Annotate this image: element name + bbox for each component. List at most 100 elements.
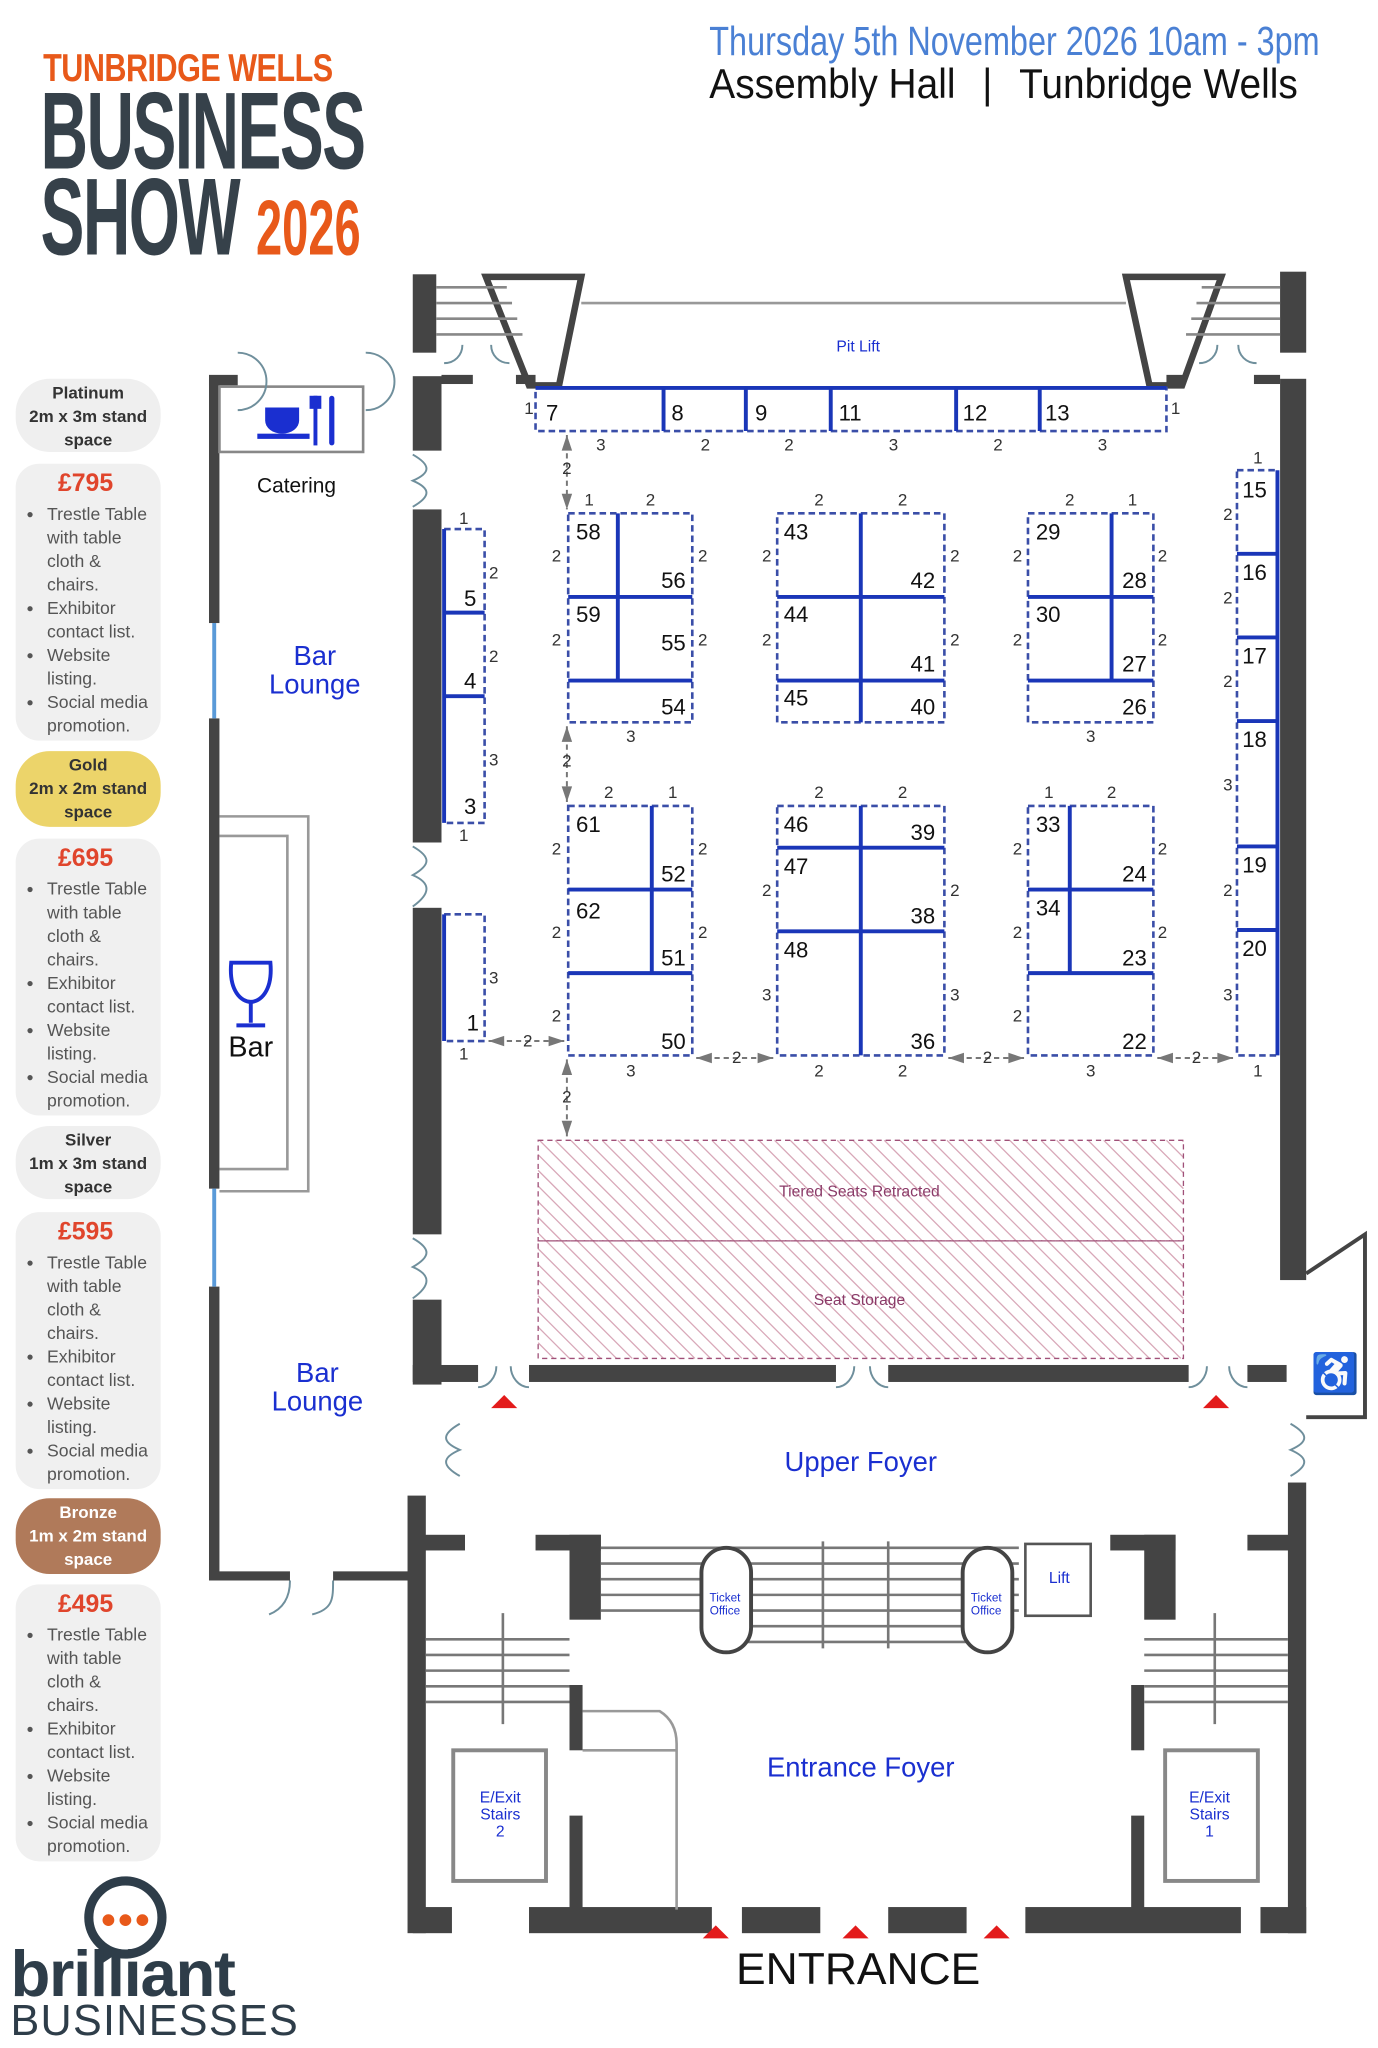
stand-number[interactable]: 22 (1122, 1029, 1147, 1054)
tier-name: Bronze (59, 1502, 117, 1522)
hatch-line (883, 1139, 1103, 1359)
stand-number[interactable]: 19 (1242, 853, 1267, 878)
dimension-label: 2 (552, 630, 561, 649)
dimension-label: 2 (1223, 881, 1232, 900)
stand-number[interactable]: 28 (1122, 568, 1147, 593)
hatch-line (1087, 1139, 1184, 1237)
hatch-line (868, 1139, 1088, 1359)
stand-number[interactable]: 18 (1242, 727, 1267, 752)
hatch-line (537, 1232, 665, 1359)
stand-number[interactable]: 43 (784, 519, 809, 544)
stand-number[interactable]: 12 (963, 401, 988, 426)
stand-number[interactable]: 38 (911, 903, 936, 928)
stand-number[interactable]: 45 (784, 685, 809, 710)
stand-number[interactable]: 3 (464, 794, 476, 819)
dimension-label: 2 (698, 839, 707, 858)
stand-number[interactable]: 50 (661, 1029, 686, 1054)
dimension-label: 1 (524, 399, 533, 418)
feature-list: Trestle Table with table cloth & chairs.… (16, 878, 156, 1113)
dimension-label: 1 (459, 826, 468, 845)
dimension-label: 1 (1128, 490, 1137, 509)
dimension-label: 2 (1223, 505, 1232, 524)
hatch-line (1134, 1139, 1184, 1190)
logo-line-business: BUSINESS (40, 69, 366, 193)
feature-list: Trestle Table with table cloth & chairs.… (16, 503, 156, 738)
logo-line-tunbridge-wells: TUNBRIDGE WELLS (43, 47, 333, 91)
stand-number[interactable]: 7 (546, 401, 558, 426)
stand-number[interactable]: 44 (784, 602, 809, 627)
dimension-label: 2 (1013, 547, 1022, 566)
dimension-label: 3 (626, 727, 635, 746)
seat-zones (537, 1139, 1185, 1360)
stand-number[interactable]: 1 (467, 1011, 479, 1036)
stand-number[interactable]: 55 (661, 630, 686, 655)
exit-stairs-1-label: E/Exit Stairs 1 (1189, 1788, 1231, 1841)
stand-number[interactable]: 29 (1036, 519, 1061, 544)
stand-number[interactable]: 34 (1036, 896, 1061, 921)
dimension-label: 2 (993, 436, 1002, 455)
price: £795 (57, 470, 114, 498)
stand-number[interactable]: 61 (576, 812, 601, 837)
stand-number[interactable]: 58 (576, 519, 601, 544)
stand-number[interactable]: 9 (755, 401, 767, 426)
stand-number[interactable]: 11 (839, 401, 862, 426)
dimension-label: 1 (1253, 449, 1262, 468)
tier-gold: Gold 2m x 2m stand space (15, 751, 161, 827)
brilliant-logo-word: brilliant (10, 1937, 235, 2011)
stand-number[interactable]: 17 (1242, 644, 1267, 669)
wheelchair-icon: ♿ (1311, 1351, 1360, 1396)
stand-number[interactable]: 27 (1122, 651, 1147, 676)
dimension-label: 1 (1044, 783, 1053, 802)
stand-number[interactable]: 23 (1122, 945, 1147, 970)
stand-number[interactable]: 8 (671, 401, 683, 426)
hatch-line (633, 1139, 853, 1359)
hatch-line (538, 1139, 759, 1359)
hatch-line (1040, 1139, 1184, 1284)
hatch-line (537, 1342, 555, 1359)
feature: Social media promotion. (47, 691, 155, 738)
stand-number[interactable]: 54 (661, 694, 686, 719)
stand-number[interactable]: 4 (464, 668, 476, 693)
price-card-platinum: £795 Trestle Table with table cloth & ch… (15, 463, 161, 741)
stand-number[interactable]: 47 (784, 854, 809, 879)
dimension-label: 2 (1013, 923, 1022, 942)
price-card-bronze: £495 Trestle Table with table cloth & ch… (15, 1584, 161, 1862)
hatch-line (664, 1139, 884, 1359)
stand-number[interactable]: 42 (911, 568, 936, 593)
stand-number[interactable]: 59 (576, 602, 601, 627)
stand-number[interactable]: 52 (661, 862, 686, 887)
tier-platinum: Platinum 2m x 3m stand space (15, 378, 161, 452)
dimension-label: 2 (698, 630, 707, 649)
stand-number[interactable]: 5 (464, 586, 476, 611)
venue-name: Assembly Hall (709, 60, 956, 108)
stand-number[interactable]: 56 (661, 568, 686, 593)
stand-number[interactable]: 30 (1036, 602, 1061, 627)
hatch-line (537, 1263, 633, 1359)
stand-number[interactable]: 46 (784, 812, 809, 837)
stand-number[interactable]: 24 (1122, 862, 1147, 887)
stand-number[interactable]: 39 (911, 820, 936, 845)
dimension-label: 2 (552, 839, 561, 858)
stand-number[interactable]: 36 (911, 1029, 936, 1054)
stand-number[interactable]: 20 (1242, 936, 1267, 961)
hatch-line (946, 1139, 1166, 1359)
hatch-line (537, 1201, 696, 1359)
dimension-label: 3 (626, 1061, 635, 1080)
dimension-label: 3 (489, 969, 498, 988)
catering-icon (257, 395, 335, 446)
stand-number[interactable]: 40 (911, 694, 936, 719)
dimension-label: 2 (552, 1006, 561, 1025)
stand-number[interactable]: 13 (1045, 401, 1070, 426)
stand-number[interactable]: 62 (576, 898, 601, 923)
stand-number[interactable]: 51 (661, 945, 686, 970)
dimension-label: 2 (1158, 547, 1167, 566)
stand-number[interactable]: 16 (1242, 560, 1267, 585)
stand-number[interactable]: 26 (1122, 694, 1147, 719)
stand-number[interactable]: 41 (911, 651, 936, 676)
stand-number[interactable]: 48 (784, 937, 809, 962)
price: £595 (57, 1218, 114, 1247)
stand-number[interactable]: 15 (1242, 478, 1267, 503)
hatch-line (962, 1139, 1182, 1359)
stand-number[interactable]: 33 (1036, 812, 1061, 837)
